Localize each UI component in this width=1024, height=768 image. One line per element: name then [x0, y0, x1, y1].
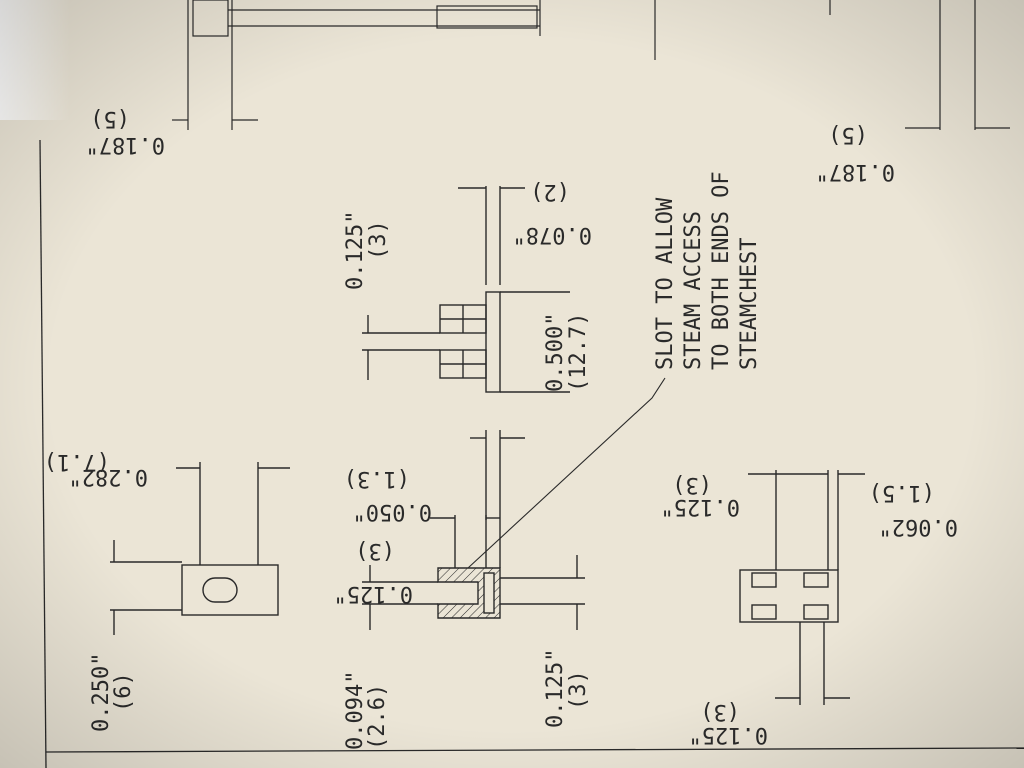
dim-section-base-inch: 0.125" — [543, 649, 568, 728]
dim-tab-thick-mm: (2) — [530, 179, 570, 204]
dim-section-depth-inch: 0.125" — [334, 581, 413, 606]
dim-lower-bottom-inch: 0.125" — [689, 722, 768, 747]
dim-top-right-mm: (5) — [828, 122, 868, 147]
dim-section-wall-mm: (1.3) — [344, 466, 410, 491]
paper-glare — [0, 0, 70, 120]
dim-lower-gap-inch: 0.062" — [879, 514, 958, 539]
dim-lower-pad-mm: (3) — [672, 472, 712, 497]
dim-top-left-mm: (5) — [90, 106, 130, 131]
dim-pad-gap-inch: 0.125" — [343, 211, 368, 290]
note-line-4: STEAMCHEST — [737, 238, 762, 370]
dim-lower-bottom-mm: (3) — [700, 699, 740, 724]
dim-section-base-mm: (3) — [566, 670, 591, 710]
note-line-3: TO BOTH ENDS OF — [709, 171, 734, 370]
dim-tab-thick-inch: 0.078" — [513, 222, 592, 247]
dim-lower-gap-mm: (1.5) — [869, 480, 935, 505]
dim-section-slot-mm: (2.6) — [365, 684, 390, 750]
dim-section-wall-inch: 0.050" — [353, 499, 432, 524]
dim-top-left-inch: 0.187" — [86, 132, 165, 157]
dim-comb-width-mm: (12.7) — [566, 313, 591, 392]
dim-pad-gap-mm: (3) — [366, 220, 391, 260]
dim-section-depth-mm: (3) — [355, 538, 395, 563]
note-line-2: STEAM ACCESS — [681, 211, 706, 370]
dim-top-right-inch: 0.187" — [816, 159, 895, 184]
dim-slot-width-mm: (7.1) — [44, 449, 110, 474]
dim-block-height-mm: (6) — [111, 672, 136, 712]
note-line-1: SLOT TO ALLOW — [653, 197, 678, 370]
dim-comb-width-inch: 0.500" — [543, 313, 568, 392]
